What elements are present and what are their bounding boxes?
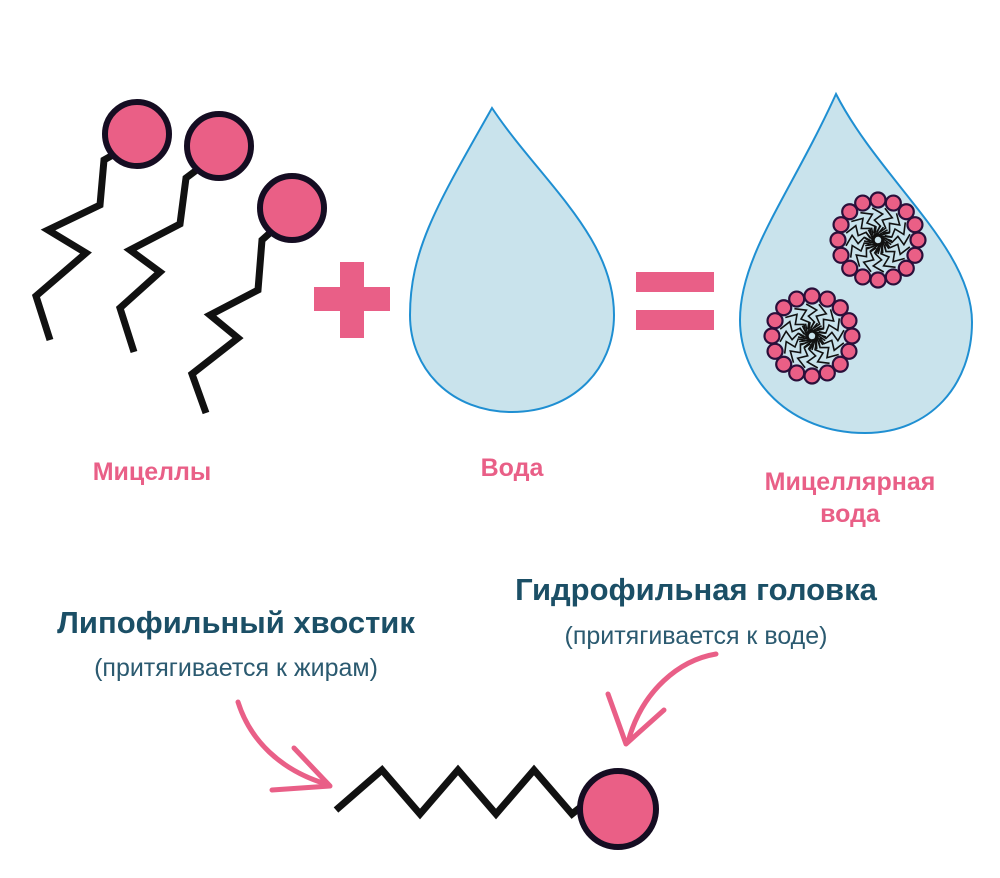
head-subtitle: (притягивается к воде): [564, 622, 828, 650]
micelle-head: [832, 216, 850, 234]
micelle-head: [788, 290, 806, 308]
micelle-head: [854, 194, 872, 212]
micelle-head: [831, 355, 849, 373]
micellar-water-label: Мицеллярная вода: [730, 466, 970, 530]
micelle-head: [909, 231, 927, 249]
tail-title: Липофильный хвостик: [57, 605, 415, 640]
micelle-molecule-2: [115, 111, 254, 354]
equals-sign-icon: [636, 272, 714, 330]
arrow-to-tail-icon: [235, 699, 333, 793]
micelle-head: [766, 312, 784, 330]
micelle-head: [763, 327, 781, 345]
micelle-head: [841, 259, 859, 277]
micelle-head: [803, 287, 821, 305]
micelle-head: [841, 203, 859, 221]
micelle-head: [775, 355, 793, 373]
micellar-water-label-line2: вода: [820, 500, 880, 528]
water-label: Вода: [480, 454, 544, 482]
micelle-head: [906, 216, 924, 234]
micelle-head: [766, 342, 784, 360]
micelle-head: [869, 271, 887, 289]
micelle-head: [840, 312, 858, 330]
micelle-head: [843, 327, 861, 345]
micelle-head: [884, 194, 902, 212]
micelle-head: [840, 342, 858, 360]
micelles-label: Мицеллы: [92, 458, 212, 486]
micelle-head: [897, 259, 915, 277]
micelle-cluster: [763, 287, 861, 385]
plus-sign-icon: [314, 262, 390, 338]
micelle-head: [829, 231, 847, 249]
micelle-head: [906, 246, 924, 264]
micelle-head: [818, 290, 836, 308]
micelle-head: [854, 268, 872, 286]
water-drop-icon: [408, 106, 616, 414]
micellar-water-label-line1: Мицеллярная: [764, 468, 936, 496]
micelle-head: [803, 367, 821, 385]
micelle-head: [831, 299, 849, 317]
micelle-head: [775, 299, 793, 317]
tail-subtitle: (притягивается к жирам): [94, 654, 378, 682]
micelle-head: [818, 364, 836, 382]
micelle-head: [788, 364, 806, 382]
arrow-to-head-icon: [605, 651, 719, 747]
micelle-molecule-3: [187, 173, 327, 415]
head-title: Гидрофильная головка: [515, 572, 877, 607]
surfactant-molecule: [333, 764, 659, 850]
micelle-cluster: [829, 191, 927, 289]
micelle-head: [869, 191, 887, 209]
micelle-head: [832, 246, 850, 264]
micelle-head: [884, 268, 902, 286]
micelle-molecule-1: [31, 99, 172, 342]
micelle-head: [897, 203, 915, 221]
